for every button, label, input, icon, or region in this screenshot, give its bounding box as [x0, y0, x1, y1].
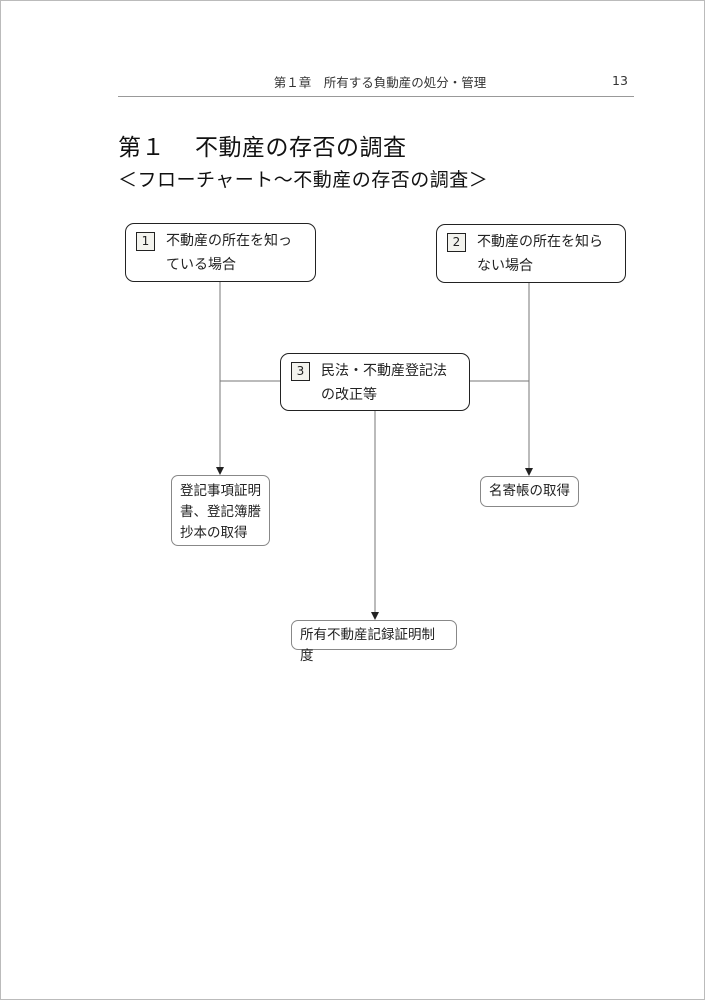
section-heading: 不動産の存否の調査: [195, 135, 407, 161]
section-number: 第１: [118, 135, 165, 161]
box-number: 3: [291, 362, 310, 381]
result-text-line: 名寄帳の取得: [489, 483, 570, 499]
section-title: 第１ 不動産の存否の調査: [118, 128, 407, 162]
arrow-head-icon: [525, 468, 533, 476]
result-name-register: 名寄帳の取得: [480, 476, 579, 507]
result-property-record-certificate: 所有不動産記録証明制度: [291, 620, 457, 664]
box-text-line: ている場合: [166, 257, 236, 273]
box-number: 2: [447, 233, 466, 252]
flow-box-2: 2 不動産の所在を知らない場合: [436, 224, 626, 283]
result-text-line: 抄本の取得: [180, 525, 248, 541]
box-text-line: 不動産の所在を知ら: [477, 234, 603, 250]
arrow-head-icon: [216, 467, 224, 475]
result-text-line: 登記事項証明: [180, 483, 261, 499]
box-number: 1: [136, 232, 155, 251]
flow-box-1: 1 不動産の所在を知っている場合: [125, 223, 316, 282]
page-number: 13: [612, 73, 628, 88]
box-text-line: 不動産の所在を知っ: [166, 233, 292, 249]
box-text-line: ない場合: [477, 258, 533, 274]
header-rule: [118, 96, 634, 97]
result-registry-certificate: 登記事項証明 書、登記簿謄 抄本の取得: [171, 475, 270, 546]
flow-box-3: 3 民法・不動産登記法の改正等: [280, 353, 470, 411]
arrow-head-icon: [371, 612, 379, 620]
box-text-line: 民法・不動産登記法: [321, 363, 447, 379]
result-text-line: 書、登記簿謄: [180, 504, 261, 520]
box-text-line: の改正等: [321, 387, 377, 403]
result-text-line: 所有不動産記録証明制度: [300, 627, 435, 664]
running-header: 第１章 所有する負動産の処分・管理: [273, 75, 487, 90]
flowchart-subtitle: ＜フローチャート～不動産の存否の調査＞: [118, 169, 489, 191]
